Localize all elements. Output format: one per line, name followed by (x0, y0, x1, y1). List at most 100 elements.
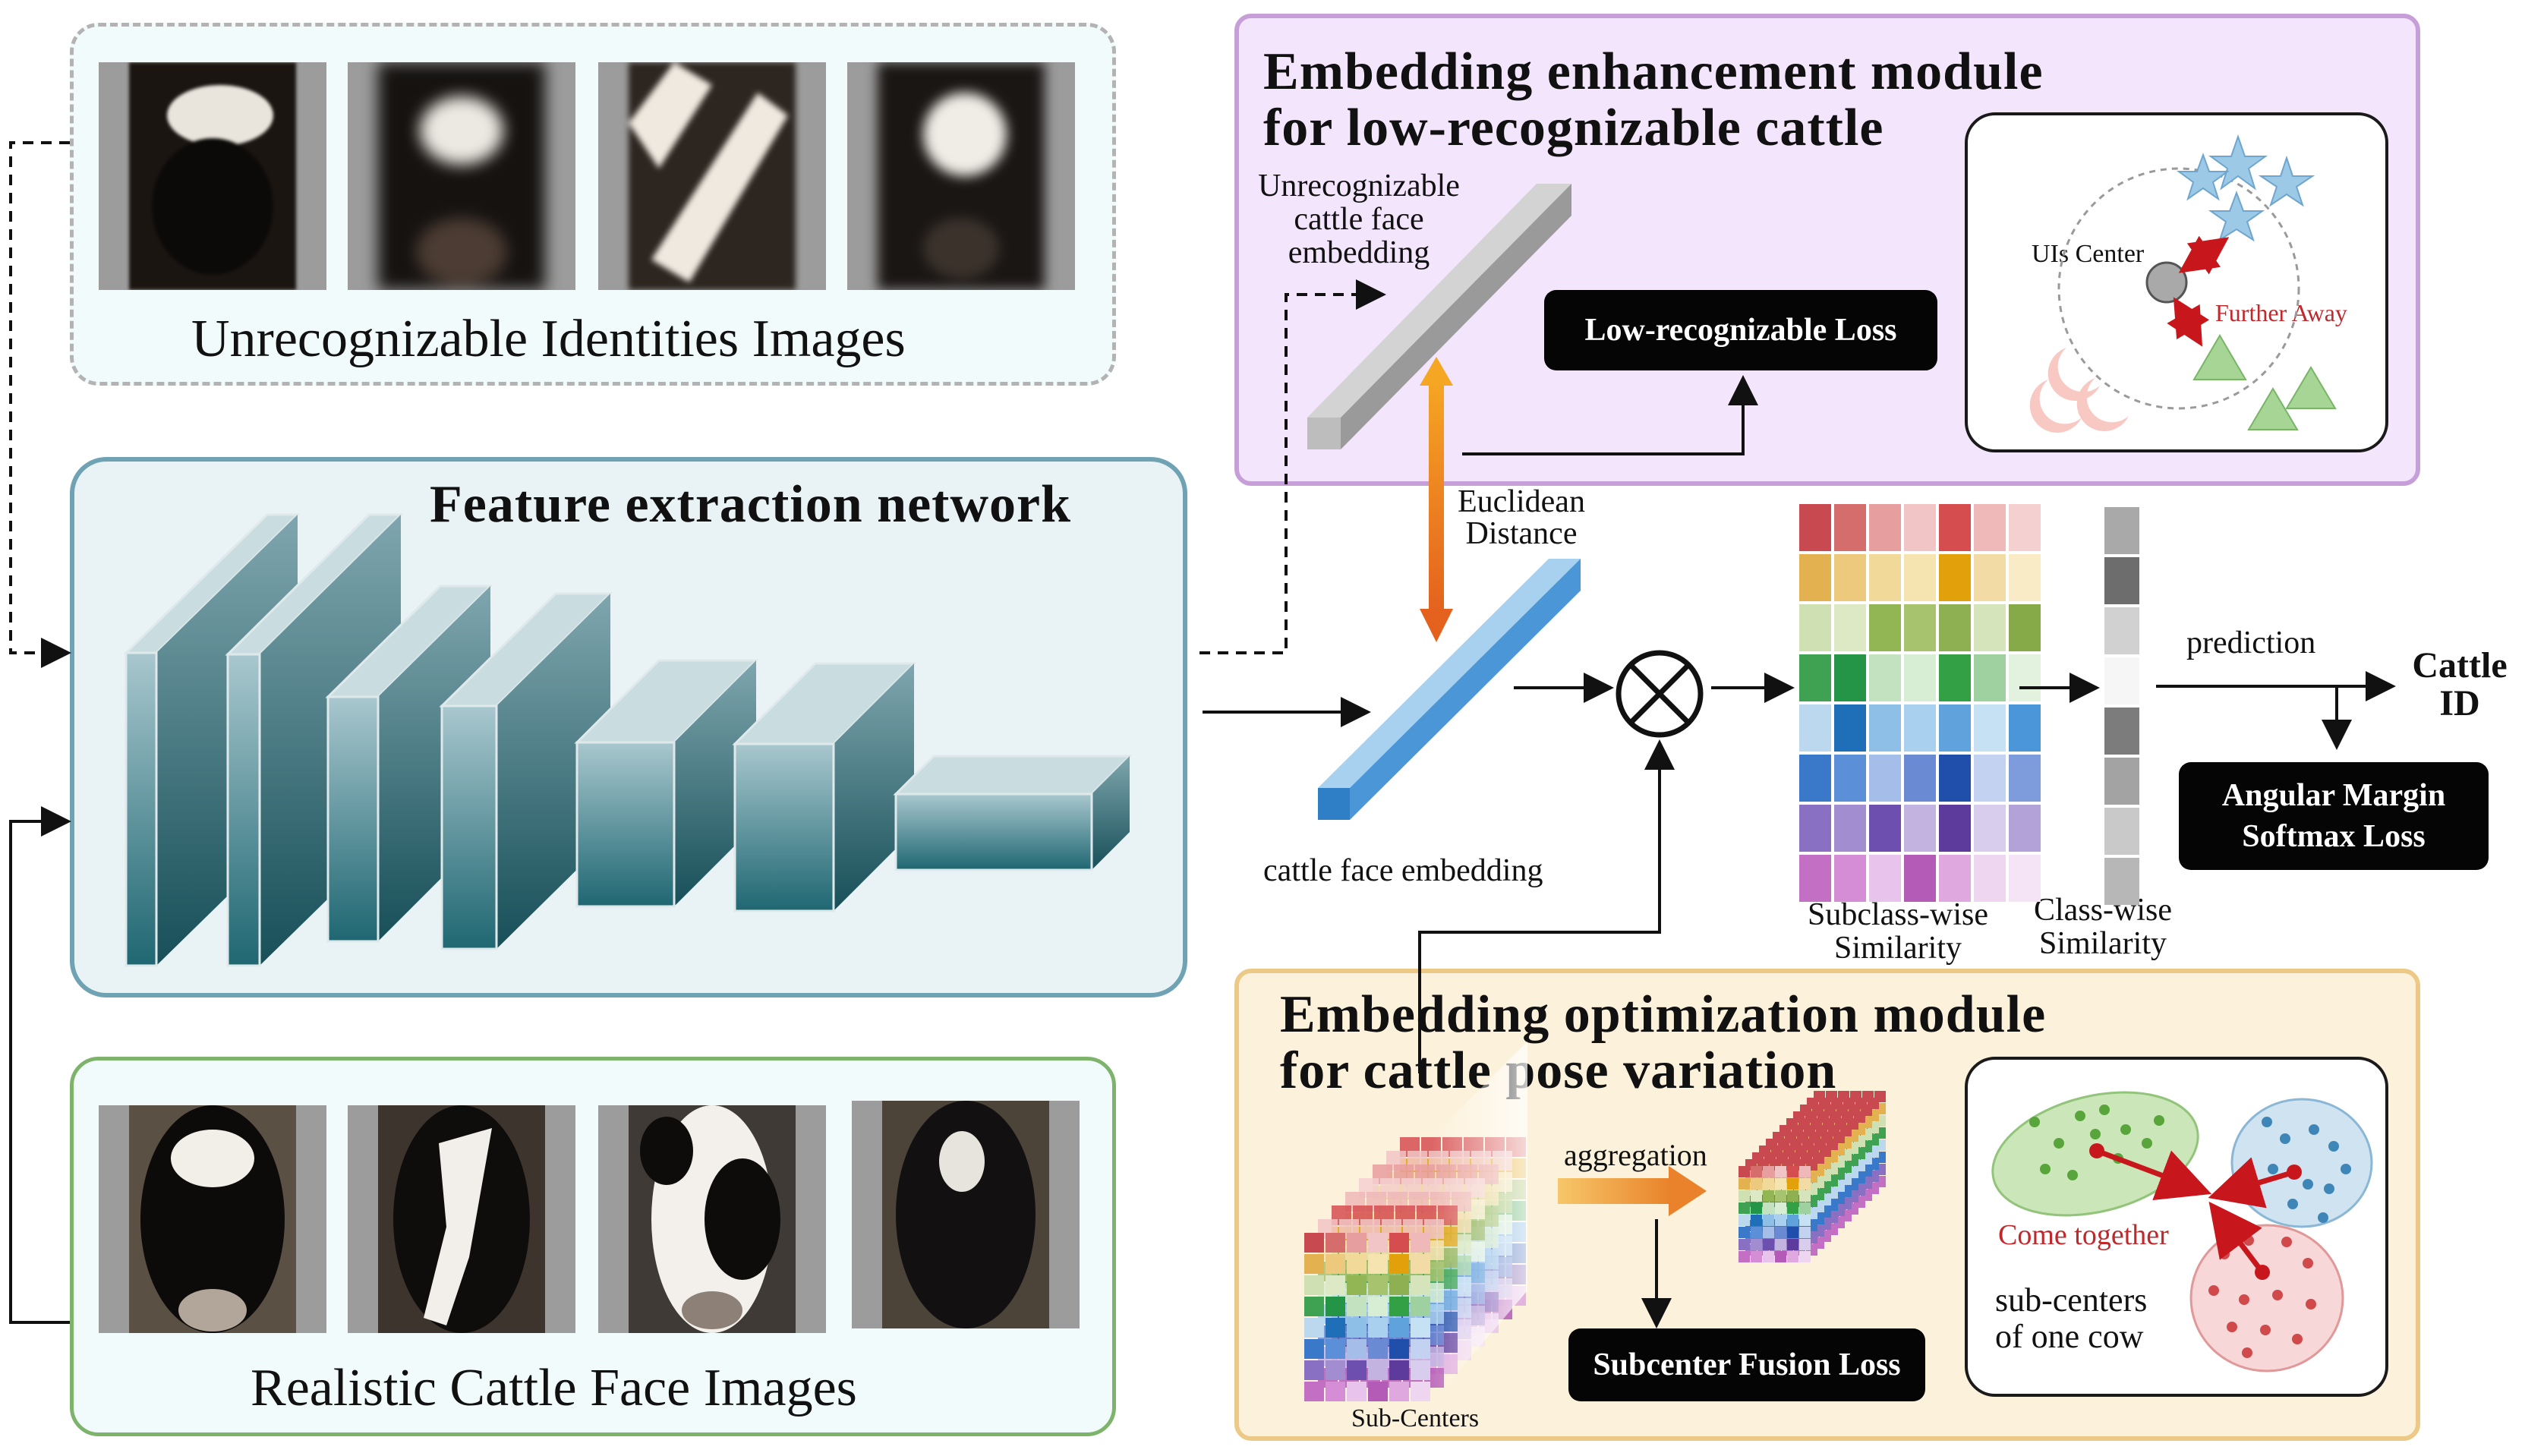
unrecognizable-cow-photo (847, 62, 1075, 290)
enhancement-inset-graphic (2029, 134, 2337, 433)
similarity-cell (1799, 805, 1831, 852)
realistic-images-caption: Realistic Cattle Face Images (251, 1359, 857, 1417)
similarity-cell (1904, 654, 1936, 701)
similarity-cell (1974, 704, 2006, 752)
similarity-cell (1869, 704, 1901, 752)
realistic-cow-photo (852, 1101, 1080, 1328)
similarity-cell (1799, 554, 1831, 601)
similarity-cell (1939, 855, 1971, 902)
similarity-cell (1904, 855, 1936, 902)
similarity-cell (1869, 654, 1901, 701)
uis-center-icon (2145, 261, 2188, 304)
similarity-cell (1904, 755, 1936, 802)
similarity-cell (1834, 805, 1866, 852)
similarity-cell (1834, 554, 1866, 601)
sub-centers-note-line2: of one cow (1995, 1318, 2144, 1355)
realistic-cow-photo (598, 1105, 826, 1333)
similarity-cell (1869, 755, 1901, 802)
realistic-cow-photo (348, 1105, 575, 1333)
similarity-cell (2009, 504, 2041, 551)
feature-extraction-title: Feature extraction network (430, 475, 1072, 534)
similarity-cell (2009, 604, 2041, 651)
similarity-cell (1974, 654, 2006, 701)
cattle-face-embedding-label: cattle face embedding (1263, 853, 1543, 888)
similarity-cell (1869, 855, 1901, 902)
similarity-cell (1799, 604, 1831, 651)
euclidean-label-line2: Distance (1465, 516, 1578, 551)
classwise-cell (2104, 808, 2139, 855)
similarity-cell (1974, 755, 2006, 802)
similarity-cell (1834, 755, 1866, 802)
similarity-cell (2009, 554, 2041, 601)
similarity-cell (1834, 504, 1866, 551)
sub-centers-note-line1: sub-centers (1995, 1281, 2148, 1319)
classwise-cell (2104, 858, 2139, 905)
enhancement-title-line1: Embedding enhancement module (1263, 43, 2044, 101)
dashed-embedding-arrow (1199, 279, 1386, 654)
unrecognizable-cow-photo (348, 62, 575, 290)
crescent-cluster-icon (2029, 348, 2129, 433)
unrecognizable-input-arrow (9, 141, 71, 668)
similarity-cell (1939, 805, 1971, 852)
similarity-cell (1799, 704, 1831, 752)
subclass-similarity-label-line1: Subclass-wise (1808, 897, 1988, 932)
classwise-cell (2104, 657, 2139, 704)
aggregation-label: aggregation (1564, 1138, 1707, 1172)
similarity-cell (1939, 604, 1971, 651)
similarity-cell (1974, 554, 2006, 601)
cluster-red-icon (2189, 1224, 2344, 1372)
similarity-cell (2009, 755, 2041, 802)
similarity-cell (1904, 554, 1936, 601)
classwise-similarity-label-line2: Similarity (2039, 926, 2167, 961)
optimization-title-line2: for cattle pose variation (1280, 1042, 1837, 1100)
cnn-layers (123, 513, 1133, 967)
sub-centers-cube (1304, 1042, 1527, 1403)
enhancement-title-line2: for low-recognizable cattle (1263, 99, 1884, 157)
realistic-input-arrow (9, 806, 71, 1324)
cnn-layer-block (893, 755, 1133, 871)
similarity-cell (1834, 855, 1866, 902)
optimization-title-line1: Embedding optimization module (1280, 985, 2047, 1044)
triangle-cluster-icon (2192, 334, 2337, 430)
similarity-cell (1904, 504, 1936, 551)
cnn-layer-block (574, 659, 759, 908)
similarity-cell (1799, 504, 1831, 551)
similarity-cell (1834, 654, 1866, 701)
similarity-cell (1939, 654, 1971, 701)
similarity-cell (1834, 604, 1866, 651)
uis-center-label: UIs Center (2032, 240, 2145, 268)
euclidean-distance-arrow (1420, 357, 1453, 642)
similarity-cell (1799, 654, 1831, 701)
classwise-similarity-column (2104, 507, 2139, 905)
similarity-cell (1904, 805, 1936, 852)
unrecognizable-embedding-bar (1307, 184, 1571, 449)
similarity-cell (1974, 604, 2006, 651)
unrecognizable-images-caption: Unrecognizable Identities Images (191, 310, 906, 368)
similarity-cell (1904, 704, 1936, 752)
similarity-cell (1939, 755, 1971, 802)
similarity-cell (1974, 855, 2006, 902)
subcenter-fusion-loss-label: Subcenter Fusion Loss (1593, 1347, 1901, 1382)
classwise-cell (2104, 507, 2139, 554)
low-recognizable-loss-box: Low-recognizable Loss (1544, 290, 1937, 370)
subcenters-to-multiply-arrow (1418, 739, 1675, 1073)
low-recognizable-loss-arrow (1462, 375, 1758, 455)
classwise-cell (2104, 758, 2139, 805)
subclass-similarity-label-line2: Similarity (1834, 931, 1962, 966)
similarity-cell (1799, 855, 1831, 902)
similarity-cell (1939, 704, 1971, 752)
cluster-blue-icon (2230, 1098, 2373, 1228)
unrecognizable-embedding-label-line1: Unrecognizable (1258, 169, 1460, 203)
angular-margin-loss-line2: Softmax Loss (2242, 819, 2426, 854)
euclidean-label-line1: Euclidean (1458, 484, 1585, 519)
come-together-label: Come together (1998, 1219, 2169, 1251)
classwise-cell (2104, 557, 2139, 604)
cattle-id-label-line2: ID (2439, 683, 2480, 723)
realistic-cow-photo (99, 1105, 326, 1333)
further-away-label: Further Away (2215, 299, 2347, 326)
low-recognizable-loss-label: Low-recognizable Loss (1584, 313, 1897, 348)
angular-margin-loss-line1: Angular Margin (2221, 778, 2446, 813)
subcenter-fusion-loss-box: Subcenter Fusion Loss (1568, 1328, 1925, 1401)
similarity-cell (1869, 805, 1901, 852)
